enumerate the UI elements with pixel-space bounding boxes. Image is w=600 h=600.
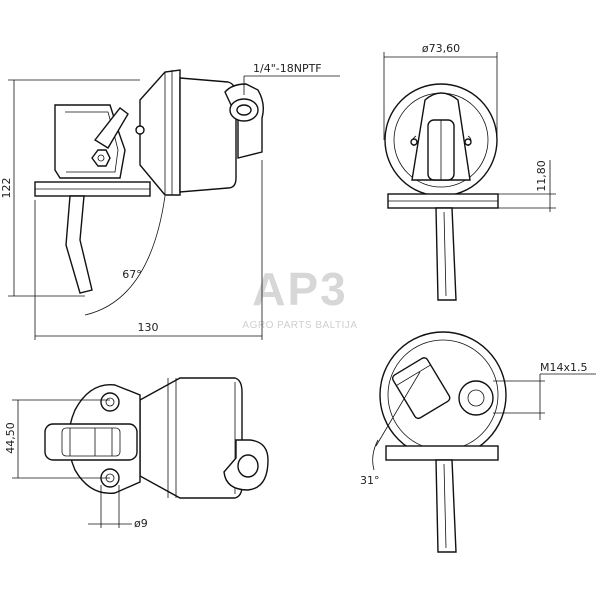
top-view: 44,50 ø9	[4, 377, 269, 530]
bottom-view: M14x1.5 31°	[360, 331, 596, 553]
dim-130-label: 130	[138, 321, 159, 334]
dim-122-label: 122	[0, 178, 13, 199]
port-thread-label: M14x1.5	[540, 361, 588, 374]
top-view-stem	[44, 423, 138, 461]
bottom-view-port	[458, 380, 494, 416]
front-view-lever	[435, 207, 457, 301]
side-view-pivot-nut	[91, 149, 111, 167]
watermark-tagline: AGRO PARTS BALTIJA	[242, 320, 357, 331]
bottom-view-lever	[435, 459, 457, 553]
side-view-lever	[65, 195, 93, 294]
side-view: 67° 1/4"-18NPTF 122 130	[0, 62, 340, 340]
watermark-logo: AP3	[252, 263, 347, 315]
angle-arc-31	[372, 439, 379, 471]
dim-4450-label: 44,50	[4, 422, 17, 454]
angle-arc-67	[84, 195, 166, 316]
dim-1180-label: 11,80	[535, 160, 548, 192]
thread-label: 1/4"-18NPTF	[253, 62, 322, 75]
angle-31-label: 31°	[360, 474, 380, 487]
angle-67-label: 67°	[122, 268, 142, 281]
dim-bore-label: ø9	[134, 517, 148, 530]
side-view-diaphragm-cover	[179, 77, 237, 193]
dim-diameter-label: ø73,60	[422, 42, 460, 55]
front-view: ø73,60 11,80	[383, 42, 556, 301]
side-view-housing	[139, 69, 181, 196]
